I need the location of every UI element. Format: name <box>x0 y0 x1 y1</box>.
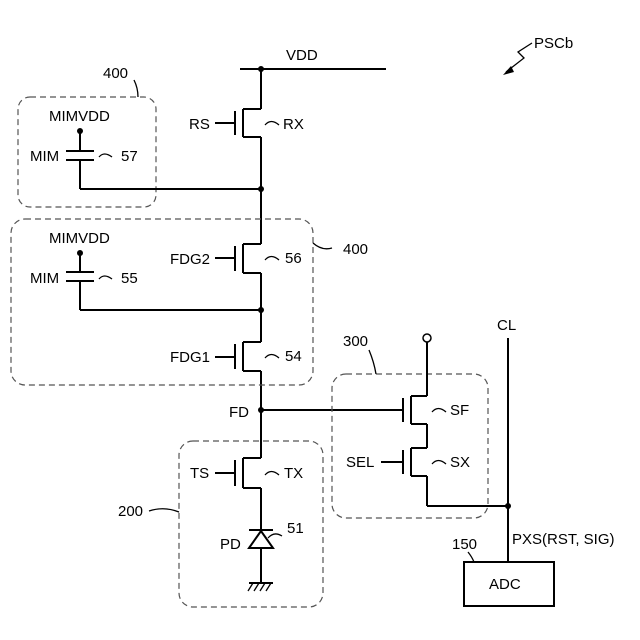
pxs-label: PXS(RST, SIG) <box>512 531 615 548</box>
fd-label: FD <box>229 404 249 421</box>
sf-leader <box>432 409 446 413</box>
transfer-transistor <box>215 458 261 488</box>
reset-transistor <box>215 109 261 137</box>
source-follower-transistor <box>395 396 427 424</box>
top-box-ref: 400 <box>103 65 128 82</box>
figure-label: PSCb <box>534 35 573 52</box>
pd-leader <box>268 534 282 538</box>
middle-box-leader <box>313 243 332 249</box>
fdg2-leader <box>265 257 279 261</box>
top-cap-node-dot <box>258 186 264 192</box>
select-transistor <box>381 448 427 476</box>
adc-ref: 150 <box>452 536 477 553</box>
cap-57-leader <box>99 154 112 157</box>
top-box-leader <box>134 80 138 97</box>
middle-box-ref: 400 <box>343 241 368 258</box>
readout-box-ref: 300 <box>343 333 368 350</box>
sel-gate-label: SEL <box>346 454 374 471</box>
fdg1-ref: 54 <box>285 348 302 365</box>
cap-55-ref: 55 <box>121 270 138 287</box>
fdg1-gate-label: FDG1 <box>170 349 210 366</box>
top-mim-label: MIM <box>30 148 59 165</box>
ground-symbol <box>248 583 273 591</box>
adc-label: ADC <box>489 576 521 593</box>
rs-gate-label: RS <box>189 116 210 133</box>
cap-55-leader <box>99 276 112 279</box>
rx-label: RX <box>283 116 304 133</box>
tx-leader <box>265 472 279 476</box>
column-node-dot <box>505 503 511 509</box>
sf-label: SF <box>450 402 469 419</box>
cap-57-ref: 57 <box>121 148 138 165</box>
pd-label: PD <box>220 536 241 553</box>
sx-label: SX <box>450 454 470 471</box>
cl-label: CL <box>497 317 516 334</box>
middle-mimvdd-label: MIMVDD <box>49 230 110 247</box>
middle-cap-node-dot <box>258 307 264 313</box>
photodiode-box-leader <box>149 509 179 512</box>
photodiode-box-ref: 200 <box>118 503 143 520</box>
readout-box-leader <box>369 350 376 374</box>
sx-leader <box>432 461 446 465</box>
vdd-label: VDD <box>286 47 318 64</box>
ts-gate-label: TS <box>190 465 209 482</box>
fdg2-transistor <box>215 244 261 273</box>
fdg2-gate-label: FDG2 <box>170 251 210 268</box>
adc-leader <box>468 552 474 562</box>
tx-label: TX <box>284 465 303 482</box>
sf-supply-terminal <box>423 334 431 342</box>
fdg1-transistor <box>215 342 261 371</box>
rx-leader <box>265 122 279 126</box>
readout-box <box>332 374 488 518</box>
top-mimvdd-label: MIMVDD <box>49 108 110 125</box>
photodiode-symbol <box>249 530 273 548</box>
middle-mim-label: MIM <box>30 270 59 287</box>
fdg1-leader <box>265 355 279 359</box>
pd-ref: 51 <box>287 520 304 537</box>
fdg2-ref: 56 <box>285 250 302 267</box>
